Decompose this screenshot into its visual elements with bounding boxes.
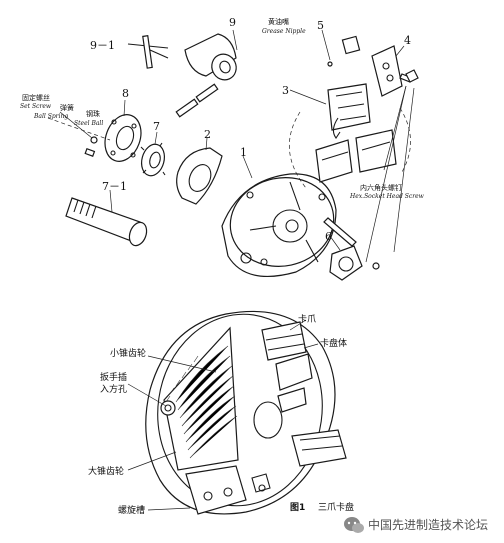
- label-small-bevel-gear: 小锥齿轮: [110, 347, 146, 359]
- chuck-key: [127, 35, 169, 69]
- scroll-teeth: [165, 345, 238, 459]
- label-large-bevel-gear: 大锥齿轮: [88, 465, 124, 477]
- chat-bubble-icon: [344, 517, 364, 533]
- exploded-view: 9－1 9 8 7 2 1 7－1 5 4 3 6 黄油嘴 Grease Nip…: [20, 16, 425, 281]
- part-number-3: 3: [282, 84, 289, 97]
- label-set-screw-en: Set Screw: [20, 103, 52, 110]
- part-number-4: 4: [404, 34, 411, 47]
- label-scroll-groove: 螺旋槽: [118, 504, 145, 516]
- label-wrench-hole-line2: 入方孔: [100, 383, 127, 395]
- label-steel-ball-cn: 钢珠: [86, 109, 100, 118]
- jaw-block-part-4: [371, 45, 413, 97]
- part-number-6: 6: [325, 230, 332, 243]
- shaft-part-7-1: [65, 189, 148, 247]
- label-ball-spring-cn: 弹簧: [60, 103, 74, 112]
- label-wrench-hole-line1: 扳手插: [100, 371, 127, 383]
- label-hex-screw-cn: 内六角头螺钉: [360, 183, 402, 192]
- hex-screw-parts: [365, 69, 419, 263]
- bolt-part-6: [323, 217, 380, 281]
- grease-nipple-part-5: [321, 29, 361, 67]
- caption-title: 三爪卡盘: [318, 501, 354, 513]
- part-number-1: 1: [240, 146, 247, 159]
- part-number-7-1: 7－1: [102, 180, 127, 193]
- part-number-8: 8: [122, 87, 129, 100]
- label-ball-spring-en: Ball Spring: [33, 113, 68, 120]
- jaws-cutaway: [185, 321, 347, 515]
- small-bevel-gear: [160, 400, 176, 416]
- watermark-text: 中国先进制造技术论坛: [368, 517, 488, 532]
- label-jaw: 卡爪: [298, 313, 316, 325]
- label-steel-ball-en: Steel Ball: [74, 120, 103, 127]
- sleeve-part: [184, 29, 238, 81]
- label-hex-screw-en: Hex.Socket Head Screw: [349, 193, 425, 200]
- set-screw-parts: [47, 111, 111, 157]
- part-number-2: 2: [204, 128, 211, 141]
- jaws-part-3: [289, 83, 411, 189]
- label-chuck-body: 卡盘体: [320, 337, 347, 349]
- part-number-9-1: 9－1: [90, 39, 115, 52]
- part-number-5: 5: [317, 19, 324, 32]
- chuck-body-part-1: [221, 155, 337, 278]
- part-number-9: 9: [229, 16, 236, 29]
- bevel-gear-part-7: [140, 131, 166, 177]
- label-grease-nipple-cn: 黄油嘴: [268, 17, 289, 26]
- pinion-part-2: [176, 137, 223, 205]
- part-number-7: 7: [153, 120, 160, 133]
- ring-part-8: [104, 99, 142, 162]
- label-grease-nipple-en: Grease Nipple: [262, 28, 306, 35]
- pin-b: [175, 98, 199, 118]
- pin-a: [195, 83, 219, 103]
- label-set-screw-cn: 固定螺丝: [22, 93, 50, 102]
- cutaway-view: 卡爪 卡盘体 小锥齿轮 扳手插 入方孔 大锥齿轮 螺旋槽 图1 三爪卡盘: [88, 310, 354, 516]
- watermark: 中国先进制造技术论坛: [344, 517, 488, 533]
- caption-figure-number: 图1: [290, 502, 305, 513]
